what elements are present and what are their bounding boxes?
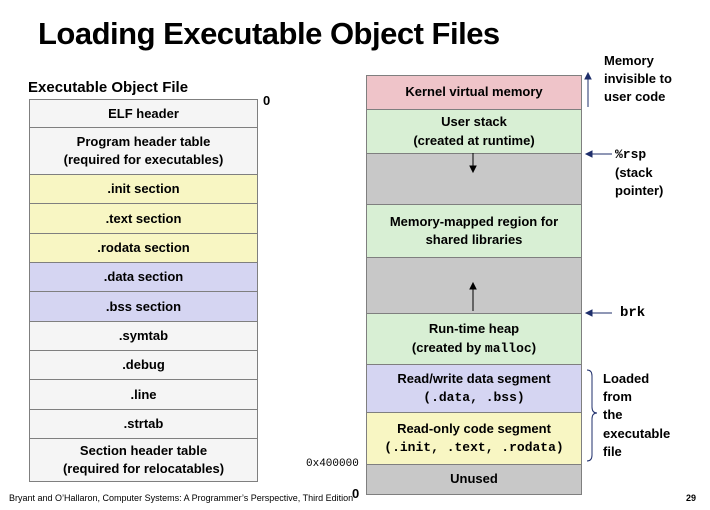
stack-growth-arrowhead (469, 165, 477, 174)
read-only-code-segment: Read-only code segment(.init, .text, .ro… (366, 413, 582, 465)
loaded-from-executable-note: Loaded from the executable file (603, 371, 671, 459)
read-write-data-segment: Read/write data segment(.data, .bss) (366, 365, 582, 413)
run-time-heap: Run-time heap (created by malloc) (366, 314, 582, 365)
unused-region: Unused (366, 465, 582, 495)
data-section-row: .data section (29, 263, 258, 292)
brk-pointer-arrowhead (584, 309, 593, 317)
symtab-row: .symtab (29, 322, 258, 351)
bss-section-row: .bss section (29, 292, 258, 322)
debug-row: .debug (29, 351, 258, 380)
rsp-note: %rsp (stack pointer) (615, 147, 664, 199)
citation-footer: Bryant and O’Hallaron, Computer Systems:… (9, 493, 354, 503)
executable-file-table: ELF header Program header table(required… (29, 99, 258, 482)
memory-layout: Kernel virtual memory User stack(created… (366, 75, 582, 495)
memory-invisible-note: Memory invisible to user code (604, 53, 672, 105)
file-offset-zero: 0 (263, 93, 271, 108)
section-header-table-row: Section header table(required for reloca… (29, 439, 258, 482)
page-title: Loading Executable Object Files (38, 16, 500, 51)
strtab-row: .strtab (29, 410, 258, 439)
address-zero: 0 (352, 486, 360, 501)
stack-free-gap (366, 154, 582, 205)
rsp-pointer-arrowhead (584, 150, 593, 158)
kernel-virtual-memory: Kernel virtual memory (366, 75, 582, 110)
elf-header-row: ELF header (29, 99, 258, 128)
init-section-row: .init section (29, 175, 258, 204)
page-number: 29 (686, 493, 697, 503)
rodata-section-row: .rodata section (29, 234, 258, 263)
executable-file-label: Executable Object File (28, 79, 189, 96)
line-row: .line (29, 380, 258, 410)
text-section-row: .text section (29, 204, 258, 234)
loaded-segments-brace (586, 369, 598, 462)
address-0x400000: 0x400000 (306, 458, 359, 470)
heap-growth-arrowhead (469, 281, 477, 290)
brk-label: brk (620, 305, 646, 321)
program-header-table-row: Program header table(required for execut… (29, 128, 258, 175)
user-stack: User stack(created at runtime) (366, 110, 582, 154)
invisible-range-arrowhead (584, 71, 592, 80)
